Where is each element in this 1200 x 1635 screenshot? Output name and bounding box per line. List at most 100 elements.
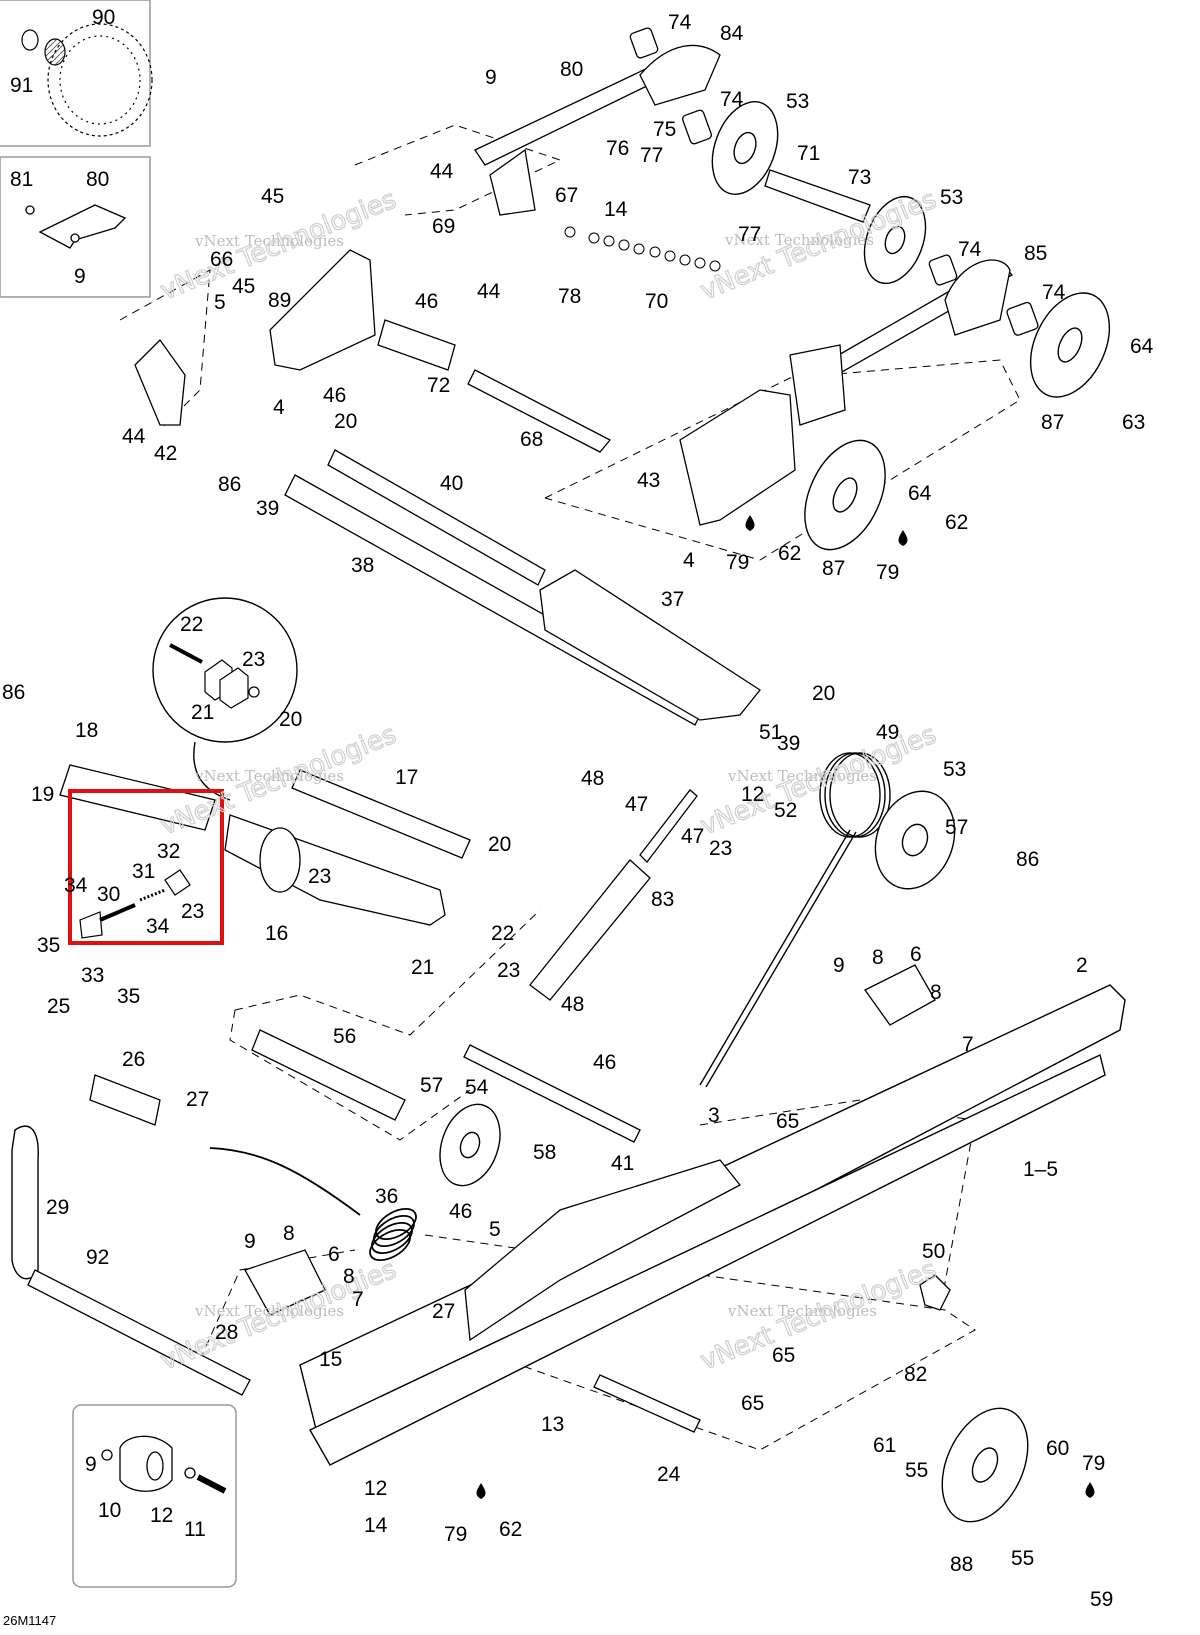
- callout-label: 51: [759, 721, 782, 744]
- axle-41: [463, 1044, 641, 1143]
- callout-label: 7: [962, 1033, 974, 1056]
- callout-label: 78: [558, 285, 581, 308]
- callout-label: 2: [1076, 954, 1088, 977]
- callout-label: 44: [430, 160, 454, 183]
- group-outlines: [119, 124, 1021, 1451]
- oil-drop-icon: [898, 530, 908, 546]
- callout-label: 34: [146, 915, 170, 938]
- clevis-part-21: [169, 643, 260, 709]
- callout-label: 9: [74, 265, 86, 288]
- callout-label: 74: [668, 11, 692, 34]
- callout-label: 4: [273, 396, 285, 419]
- inset-box-bracket: [0, 156, 151, 298]
- tube-40: [327, 449, 546, 586]
- wheel-spacer-part: [101, 1435, 227, 1494]
- callout-label: 9: [85, 1453, 97, 1476]
- callout-label: 21: [411, 956, 434, 979]
- callout-label: 72: [427, 374, 450, 397]
- callout-label: 12: [150, 1504, 173, 1527]
- tube-72: [377, 319, 612, 453]
- highlight-box: [68, 789, 224, 945]
- callout-label: 17: [395, 766, 418, 789]
- bracket-42: [134, 338, 186, 426]
- callout-label: 9: [485, 66, 497, 89]
- upper-shaft-80: [474, 27, 721, 216]
- callout-label: 18: [75, 719, 98, 742]
- axle-24: [593, 1374, 701, 1433]
- callout-label: 64: [908, 482, 932, 505]
- watermark-text: vNext Technologies: [727, 767, 877, 785]
- callout-label: 20: [334, 410, 357, 433]
- callout-label: 75: [653, 118, 676, 141]
- callout-label: 89: [268, 289, 291, 312]
- callout-label: 9: [833, 954, 845, 977]
- watermark-text: vNext Technologies: [194, 232, 344, 250]
- callout-label: 4: [683, 549, 695, 572]
- callout-label: 79: [876, 561, 899, 584]
- callout-label: 77: [640, 144, 663, 167]
- callout-label: 48: [581, 767, 604, 790]
- callout-label: 65: [741, 1392, 764, 1415]
- callout-label: 53: [786, 90, 809, 113]
- callout-label: 43: [637, 469, 660, 492]
- axle-73: [764, 169, 871, 223]
- callout-label: 87: [1041, 411, 1064, 434]
- callout-label: 31: [132, 860, 155, 883]
- callout-label: 55: [905, 1459, 928, 1482]
- callout-label: 66: [210, 248, 233, 271]
- oil-drop-icon: [476, 1483, 486, 1499]
- swing-arm-29: [11, 1125, 39, 1280]
- wheel-87-middle: [804, 439, 886, 551]
- cross-brace-37: [539, 569, 761, 721]
- bracket-3: [464, 1159, 741, 1342]
- callout-label: 85: [1024, 242, 1047, 265]
- shock-83: [529, 789, 698, 1001]
- slide-rail-1-5: [299, 984, 1126, 1466]
- wheel-53-upper-right: [863, 195, 927, 285]
- callout-label: 35: [37, 934, 60, 957]
- callout-label: 46: [593, 1051, 616, 1074]
- callout-label: 27: [186, 1088, 209, 1111]
- callout-label: 46: [449, 1200, 472, 1223]
- callout-label: 12: [364, 1477, 387, 1500]
- callout-label: 57: [945, 816, 968, 839]
- callout-label: 67: [555, 184, 578, 207]
- callout-label: 42: [154, 442, 177, 465]
- tube-18: [59, 764, 216, 831]
- callout-label: 47: [681, 825, 704, 848]
- callout-label: 48: [561, 993, 584, 1016]
- callout-label: 74: [720, 88, 744, 111]
- callout-label: 35: [117, 985, 140, 1008]
- callout-label: 1–5: [1023, 1158, 1058, 1181]
- callout-label: 86: [218, 473, 241, 496]
- tube-17: [291, 769, 471, 859]
- callout-label: 86: [1016, 848, 1039, 871]
- callout-label: 81: [10, 168, 33, 191]
- callout-label: 58: [533, 1141, 556, 1164]
- callout-label: 84: [720, 22, 744, 45]
- callout-label: 16: [265, 922, 288, 945]
- watermark-text-large: vNext Technologies: [156, 720, 400, 842]
- link-92: [27, 1269, 251, 1396]
- callouts: 90 91 81 80 9 74 84 80 9 74 53 75 44 76 …: [2, 6, 1154, 1611]
- callout-label: 6: [910, 943, 922, 966]
- callout-label: 37: [661, 588, 684, 611]
- callout-label: 69: [432, 215, 455, 238]
- wheel-88: [941, 1407, 1029, 1523]
- callout-label: 88: [950, 1553, 973, 1576]
- callout-label: 24: [657, 1463, 681, 1486]
- callout-label: 29: [46, 1196, 69, 1219]
- tube-56: [251, 1029, 406, 1121]
- callout-label: 21: [191, 701, 214, 724]
- callout-label: 40: [440, 472, 463, 495]
- callout-label: 52: [774, 799, 797, 822]
- callout-label: 20: [488, 833, 511, 856]
- wheel-53-upper: [711, 101, 779, 195]
- callout-label: 6: [328, 1243, 340, 1266]
- callout-label: 60: [1046, 1437, 1069, 1460]
- spring-36: [209, 1147, 417, 1262]
- callout-label: 15: [319, 1348, 342, 1371]
- callout-label: 74: [958, 238, 982, 261]
- callout-label: 23: [181, 900, 204, 923]
